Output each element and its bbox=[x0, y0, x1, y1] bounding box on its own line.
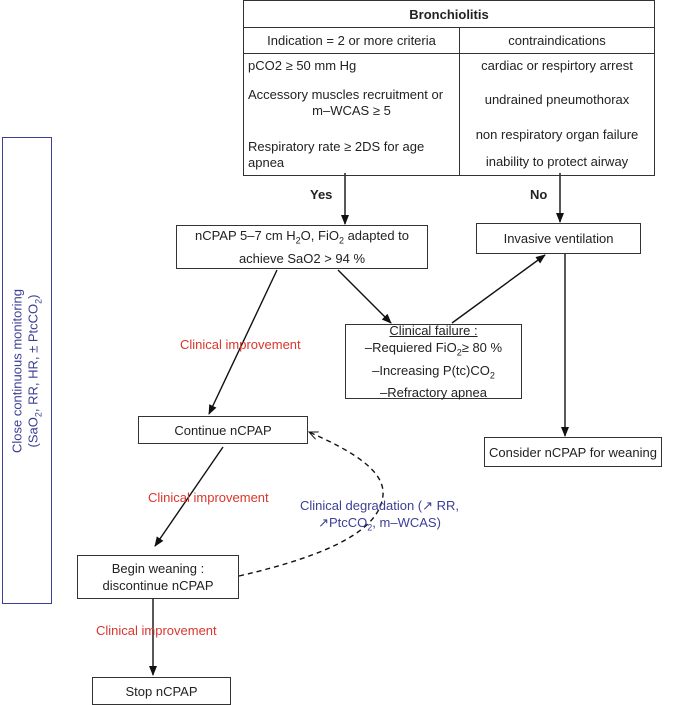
contraindications-cell: cardiac or respirtory arrest undrained p… bbox=[459, 53, 655, 176]
indication-item: m–WCAS ≥ 5 bbox=[312, 103, 391, 118]
monitoring-line2: (SaO2, RR, HR, ± PtcCO2) bbox=[25, 294, 44, 448]
failure-item: –Increasing P(tc)CO2 bbox=[372, 362, 495, 381]
monitoring-box: Close continuous monitoring (SaO2, RR, H… bbox=[2, 137, 52, 604]
begin-weaning-box: Begin weaning : discontinue nCPAP bbox=[77, 555, 239, 599]
improvement-label-3: Clinical improvement bbox=[96, 623, 217, 638]
contraindications-header: contraindications bbox=[459, 27, 655, 54]
arrow-ncpap-to-continue bbox=[208, 269, 278, 415]
contraindication-item: non respiratory organ failure bbox=[475, 127, 639, 142]
indication-item: pCO2 ≥ 50 mm Hg bbox=[248, 58, 357, 73]
consider-ncpap-box: Consider nCPAP for weaning bbox=[484, 437, 662, 467]
arrow-continue-to-weaning bbox=[154, 446, 224, 547]
indications-cell: pCO2 ≥ 50 mm Hg Accessory muscles recrui… bbox=[243, 53, 460, 176]
degradation-line1: Clinical degradation (↗ RR, bbox=[300, 498, 460, 513]
improvement-label-2: Clinical improvement bbox=[148, 490, 269, 505]
contraindication-item: undrained pneumothorax bbox=[484, 92, 630, 107]
improvement-label-1: Clinical improvement bbox=[180, 337, 301, 352]
contraindication-item: cardiac or respirtory arrest bbox=[481, 58, 633, 73]
indication-item: apnea bbox=[248, 155, 285, 170]
monitoring-line1: Close continuous monitoring bbox=[9, 288, 25, 454]
ncpap-line2: achieve SaO2 > 94 % bbox=[238, 250, 366, 266]
criteria-table: Bronchiolitis Indication = 2 or more cri… bbox=[243, 0, 655, 176]
ncpap-line1: nCPAP 5–7 cm H2O, FiO2 adapted to bbox=[194, 228, 410, 246]
no-label: No bbox=[530, 187, 548, 202]
dashed-arrow-degradation bbox=[238, 431, 384, 577]
indication-item: Respiratory rate ≥ 2DS for age bbox=[248, 139, 425, 154]
table-title: Bronchiolitis bbox=[243, 0, 655, 28]
failure-item: –Refractory apnea bbox=[380, 385, 487, 401]
stop-ncpap-box: Stop nCPAP bbox=[92, 677, 231, 705]
arrow-failure-to-invasive bbox=[451, 254, 546, 324]
failure-title: Clinical failure : bbox=[389, 322, 478, 338]
yes-label: Yes bbox=[310, 187, 333, 202]
degradation-line2: ↗PtcCO2, m–WCAS) bbox=[318, 515, 441, 533]
indication-item: Accessory muscles recruitment or bbox=[248, 87, 444, 102]
failure-item: –Requiered FiO2≥ 80 % bbox=[364, 339, 503, 358]
invasive-ventilation-box: Invasive ventilation bbox=[476, 223, 641, 254]
continue-ncpap-box: Continue nCPAP bbox=[138, 416, 308, 444]
clinical-failure-box: Clinical failure : –Requiered FiO2≥ 80 %… bbox=[345, 322, 522, 401]
weaning-line1: Begin weaning : bbox=[111, 561, 205, 576]
arrow-ncpap-to-failure bbox=[337, 269, 392, 324]
contraindication-item: inability to protect airway bbox=[485, 154, 629, 169]
indication-header: Indication = 2 or more criteria bbox=[243, 27, 460, 54]
ncpap-box: nCPAP 5–7 cm H2O, FiO2 adapted to achiev… bbox=[176, 225, 428, 269]
degradation-label: Clinical degradation (↗ RR, ↗PtcCO2, m–W… bbox=[300, 497, 459, 537]
weaning-line2: discontinue nCPAP bbox=[102, 578, 214, 593]
